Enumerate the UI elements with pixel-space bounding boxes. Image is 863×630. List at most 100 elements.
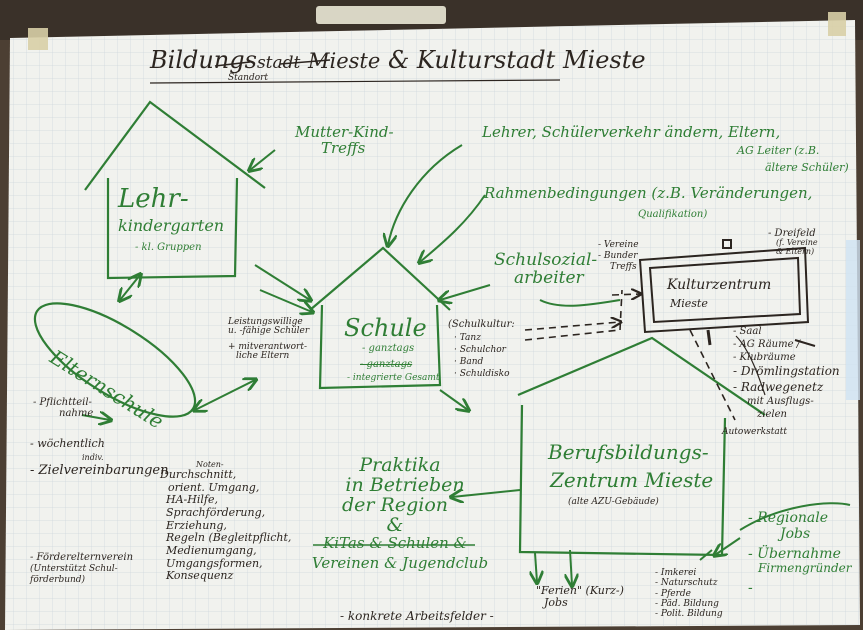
schulsozial-line: Schulsozial- bbox=[494, 250, 598, 270]
ziel-note-item: Erziehung, bbox=[166, 518, 227, 532]
lehrer-line: AG Leiter (z.B. bbox=[737, 144, 820, 157]
konkrete-arbeitsfelder: - konkrete Arbeitsfelder - bbox=[340, 609, 494, 623]
schulkultur: (Schulkultur: · Tanz · Schulchor · Band … bbox=[448, 318, 515, 380]
kultur-list-item: mit Ausflugs- bbox=[747, 396, 814, 408]
leistung-line: u. -fähige Schüler bbox=[228, 326, 310, 337]
bottom-list: - Imkerei - Naturschutz - Pferde - Päd. … bbox=[655, 568, 723, 620]
beruf-line1: Berufsbildungs- bbox=[548, 440, 709, 464]
ziel-note-item: orient. Umgang, bbox=[168, 480, 260, 494]
praktika-line: & bbox=[386, 513, 404, 536]
kultur-list: - Saal - AG Räume / - Klubräume - Drömli… bbox=[733, 325, 840, 421]
dreifeld-line: (f. Vereine bbox=[776, 238, 818, 247]
vereine-list: - Vereine - Bunder Treffs bbox=[598, 240, 639, 272]
woechentlich: - wöchentlich bbox=[30, 437, 105, 450]
ferien-line: Jobs bbox=[544, 595, 568, 609]
bottom-list-item: - Imkerei bbox=[655, 568, 697, 578]
kultur-list-item: - Radwegenetz bbox=[733, 379, 824, 394]
schulkultur-line: (Schulkultur: bbox=[448, 319, 515, 330]
tape-left bbox=[28, 28, 48, 50]
right-bottom-line: Jobs bbox=[780, 526, 811, 543]
foerder-line: förderbund) bbox=[30, 574, 86, 585]
title-struck-1: stadt bbox=[256, 53, 301, 73]
title-struck-2: Mieste bbox=[308, 49, 381, 73]
kultur-list-item: - Drömlingstation bbox=[733, 364, 840, 378]
praktika-line: der Region bbox=[342, 493, 448, 516]
autowerkstatt: Autowerkstatt bbox=[722, 427, 787, 437]
leistungswillige: Leistungswillige u. -fähige Schüler + mi… bbox=[228, 317, 310, 362]
vereine-line: - Bunder bbox=[598, 250, 638, 261]
dreifeld-line: - Dreifeld bbox=[768, 228, 816, 239]
ruler-strip bbox=[846, 240, 860, 400]
right-bottom-line: - Regionale bbox=[748, 510, 829, 526]
vereine-line: - Vereine bbox=[598, 240, 639, 250]
beruf-line2: Zentrum Mieste bbox=[550, 468, 714, 492]
indiv-note: indiv. bbox=[82, 453, 104, 462]
dreifeld-line: & Eltern) bbox=[776, 246, 815, 256]
beruf-line3: (alte AZU-Gebäude) bbox=[568, 497, 659, 507]
praktika-line: Vereinen & Jugendclub bbox=[311, 553, 489, 572]
bottom-list-item: - Polit. Bildung bbox=[655, 609, 723, 620]
kultur-list-item: zielen bbox=[757, 409, 787, 421]
schulsozialarbeiter: Schulsozial- arbeiter bbox=[494, 250, 598, 288]
leistung-line: liche Eltern bbox=[236, 351, 290, 362]
title-prefix: Bildungs bbox=[150, 46, 257, 74]
right-bottom-line: - bbox=[748, 580, 753, 597]
rahmen-line: Rahmenbedingungen (z.B. Veränderungen, bbox=[484, 184, 813, 202]
regionale-jobs: - Regionale Jobs - Übernahme Firmengründ… bbox=[748, 510, 852, 596]
praktika-line: in Betrieben bbox=[345, 473, 465, 496]
vereine-line: Treffs bbox=[610, 261, 637, 272]
ferien-jobs: "Ferien" (Kurz-) Jobs bbox=[536, 585, 624, 608]
title-suffix: & Kulturstadt Mieste bbox=[387, 46, 646, 74]
lehr-line2: kindergarten bbox=[118, 216, 225, 235]
lehrer-line: Lehrer, Schülerverkehr ändern, Eltern, bbox=[482, 123, 781, 141]
ziel-note-item: Durchschnitt, bbox=[160, 468, 237, 482]
pflichtteilnahme: - Pflichtteil- nahme bbox=[33, 397, 94, 419]
bottom-list-item: - Päd. Bildung bbox=[655, 599, 719, 610]
pflicht-line: - Pflichtteil- bbox=[33, 397, 92, 408]
schule-title: Schule bbox=[344, 314, 427, 342]
tape-top bbox=[316, 6, 446, 24]
schule-item: - ganztags bbox=[362, 343, 415, 354]
pflicht-line: nahme bbox=[59, 407, 94, 419]
leistung-line: + mitverantwort- bbox=[228, 341, 308, 352]
house-berufsbildung bbox=[517, 336, 766, 557]
kultur-list-item: - Saal bbox=[733, 326, 762, 337]
schulkultur-line: · Schuldisko bbox=[454, 368, 510, 379]
kultur-line1: Kulturzentrum bbox=[667, 277, 772, 293]
kultur-line2: Mieste bbox=[670, 297, 708, 310]
foerderelternverein: - Förderelternverein (Unterstützt Schul-… bbox=[30, 552, 133, 586]
tape-right bbox=[828, 12, 846, 36]
schulkultur-line: · Tanz bbox=[454, 332, 481, 343]
ziel-note-list: Noten- Durchschnitt, orient. Umgang, HA-… bbox=[160, 460, 291, 583]
lehr-line3: - kl. Gruppen bbox=[135, 242, 202, 253]
ziel-note-item: HA-Hilfe, bbox=[166, 493, 218, 507]
bottom-list-item: - Naturschutz bbox=[655, 578, 718, 589]
bottom-list-item: - Pferde bbox=[655, 588, 692, 599]
page-title: Bildungsstadt Mieste & Kulturstadt Miest… bbox=[150, 46, 646, 74]
rahmen-line: Qualifikation) bbox=[638, 209, 708, 220]
mutter-kind-line: Treffs bbox=[321, 138, 366, 157]
lehr-line1: Lehr- bbox=[118, 184, 189, 214]
box-kulturzentrum bbox=[638, 239, 810, 346]
right-bottom-line: - Übernahme bbox=[748, 546, 841, 563]
lehrer-line: ältere Schüler) bbox=[765, 161, 849, 174]
kultur-list-item: - AG Räume / bbox=[733, 339, 801, 350]
mutter-kind-treffs: Mutter-Kind- Treffs bbox=[295, 124, 394, 157]
leistung-line: Leistungswillige bbox=[228, 317, 303, 327]
ziel-note-item: Noten- bbox=[196, 460, 224, 469]
schule-item: - integrierte Gesamt bbox=[347, 373, 440, 383]
kultur-list-item: - Klubräume bbox=[733, 352, 796, 363]
zielvereinbarungen: - Zielvereinbarungen bbox=[30, 463, 169, 478]
ziel-note-item: Umgangsformen, bbox=[166, 556, 263, 570]
dreifeld: - Dreifeld (f. Vereine & Eltern) bbox=[768, 228, 818, 257]
praktika-line: KiTas & Schulen & bbox=[323, 533, 467, 552]
title-insert: Standort bbox=[228, 73, 269, 83]
praktika-block: Praktika in Betrieben der Region & KiTas… bbox=[312, 455, 510, 571]
ziel-note-item: Sprachförderung, bbox=[166, 506, 266, 520]
foerder-line: - Förderelternverein bbox=[30, 552, 134, 563]
house-lehrkindergarten bbox=[84, 100, 266, 280]
right-bottom-line: Firmengründer bbox=[758, 561, 852, 576]
praktika-line: Praktika bbox=[359, 454, 441, 476]
schule-item-struck: - ganztags bbox=[360, 359, 413, 370]
